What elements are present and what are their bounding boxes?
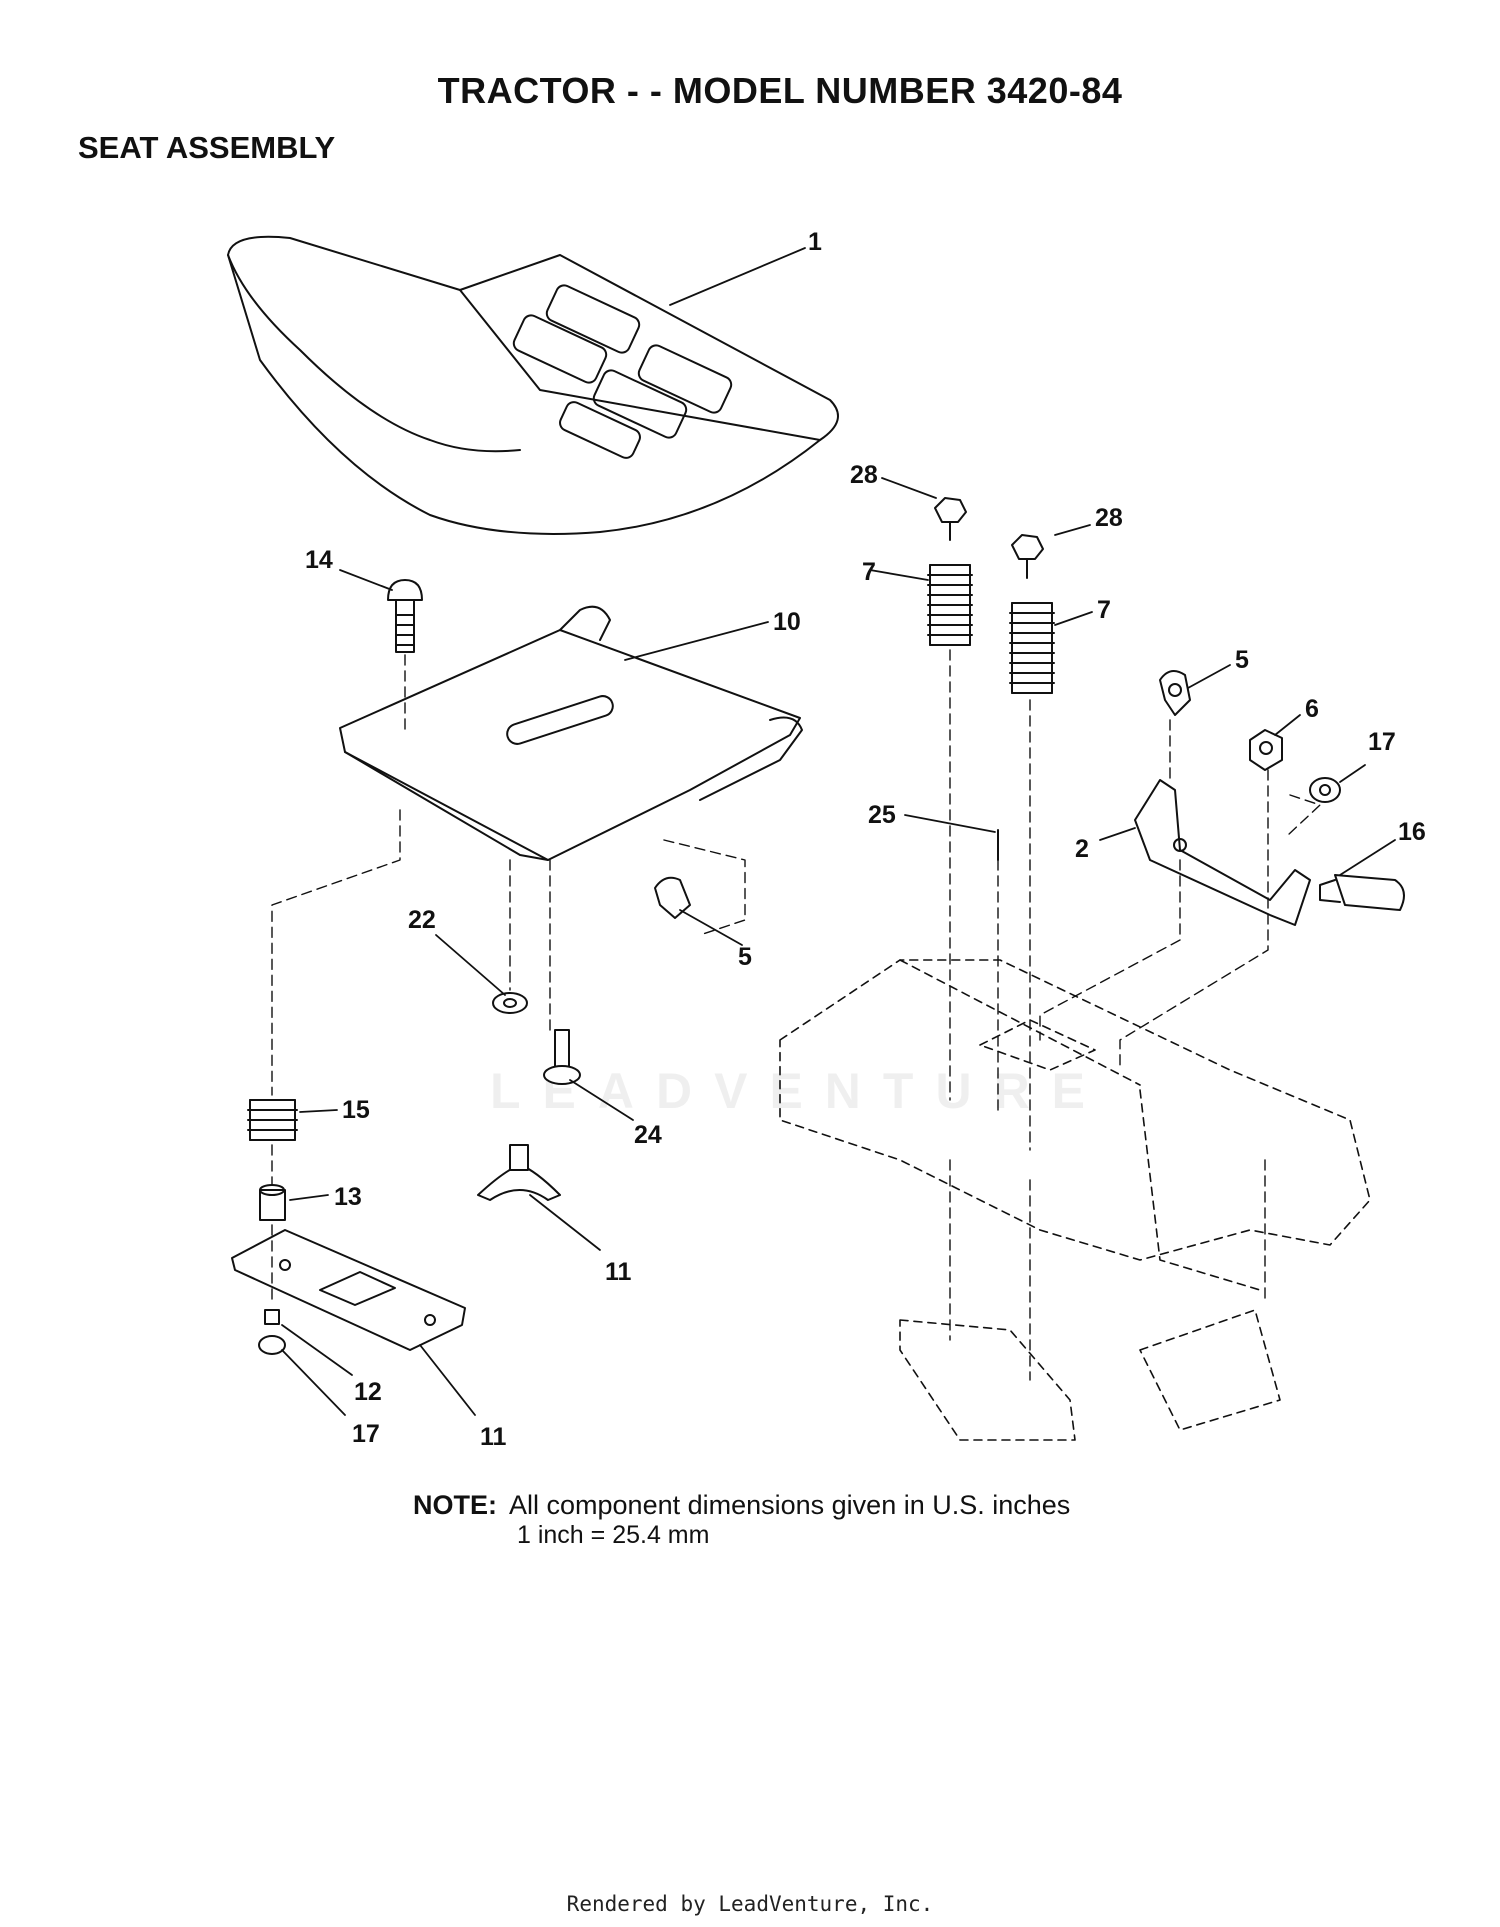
footer: Rendered by LeadVenture, Inc. (566, 1892, 934, 1916)
leader-lines (281, 247, 1396, 1416)
spring-small (247, 1099, 298, 1141)
tractor-frame (779, 959, 1371, 1441)
shoulder-bolt (1319, 874, 1405, 911)
screw-right (1011, 534, 1044, 579)
washer-13 (264, 1309, 280, 1325)
washer-24 (492, 992, 528, 1014)
seat-pan (339, 605, 803, 861)
note-line1: All component dimensions given in U.S. i… (509, 1490, 1071, 1520)
callout-16: 15 (342, 1096, 370, 1124)
callout-14: 14 (305, 546, 333, 574)
callout-15: 13 (334, 1183, 362, 1211)
watermark: LEADVENTURE (490, 1063, 1108, 1119)
spacer (259, 1184, 286, 1221)
callout-7-right: 7 (1097, 596, 1111, 624)
nut-22 (1309, 777, 1341, 803)
callout-5-left: 5 (738, 943, 752, 971)
callout-25: 24 (634, 1121, 662, 1149)
callout-6: 6 (1305, 695, 1319, 723)
callout-27: 25 (868, 801, 896, 829)
callout-1: 1 (808, 228, 822, 256)
callout-2: 2 (1075, 835, 1089, 863)
section-title: SEAT ASSEMBLY (78, 130, 336, 165)
spring-right (1009, 602, 1055, 694)
callout-7-left: 7 (862, 558, 876, 586)
nut-17 (258, 1335, 286, 1355)
callout-12: 11 (480, 1423, 507, 1451)
bolt-25 (543, 1029, 581, 1085)
callout-11: 11 (605, 1258, 632, 1286)
callout-17: 17 (352, 1420, 380, 1448)
callout-28-right: 28 (1095, 504, 1123, 532)
alignment-lines (271, 649, 1321, 1381)
carriage-bolt (387, 579, 423, 653)
page-title: TRACTOR - - MODEL NUMBER 3420-84 (437, 70, 1123, 111)
slide-plate (231, 1229, 466, 1351)
callout-28-left: 28 (850, 461, 878, 489)
seat (227, 235, 839, 535)
nut (1249, 729, 1283, 771)
screw-left (934, 497, 967, 541)
callout-5-right: 5 (1235, 646, 1249, 674)
callout-21: 16 (1398, 818, 1426, 846)
callout-13: 12 (354, 1378, 382, 1406)
wire-clip-left (654, 876, 691, 919)
note-line2: 1 inch = 25.4 mm (517, 1521, 710, 1549)
note-key: NOTE: (413, 1490, 497, 1520)
knob (477, 1144, 561, 1201)
callout-10: 10 (773, 608, 801, 636)
seat-mount-bracket (1134, 779, 1311, 926)
spring-left (927, 564, 973, 646)
callout-24: 22 (408, 906, 436, 934)
callout-22: 17 (1368, 728, 1396, 756)
callout-labels: 1 14 10 28 28 7 7 5 6 17 2 16 25 5 22 24… (305, 228, 1426, 1451)
note: NOTE: All component dimensions given in U… (413, 1490, 1070, 1550)
wire-clip-right (1159, 670, 1191, 716)
